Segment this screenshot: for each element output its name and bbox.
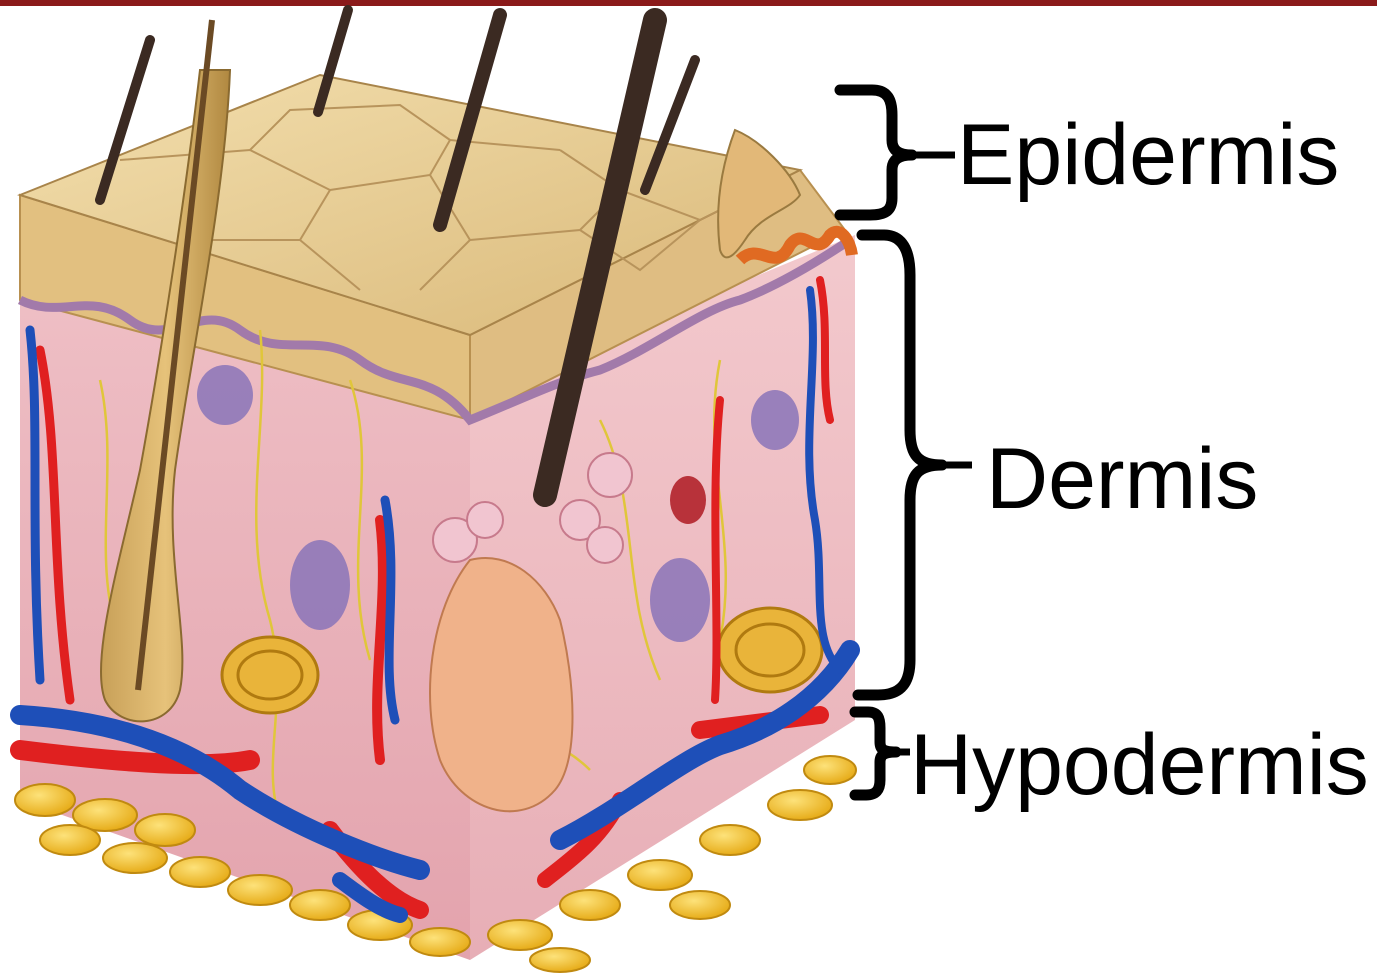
epidermis-label: Epidermis: [957, 112, 1339, 198]
hypodermis-bracket: [855, 712, 896, 795]
epidermis-bracket: [840, 90, 912, 215]
layer-brackets: [840, 90, 942, 795]
hypodermis-label: Hypodermis: [910, 722, 1369, 808]
arrector-pili: [670, 476, 706, 524]
dermis-label: Dermis: [986, 436, 1258, 522]
dermis-bracket: [858, 235, 942, 695]
